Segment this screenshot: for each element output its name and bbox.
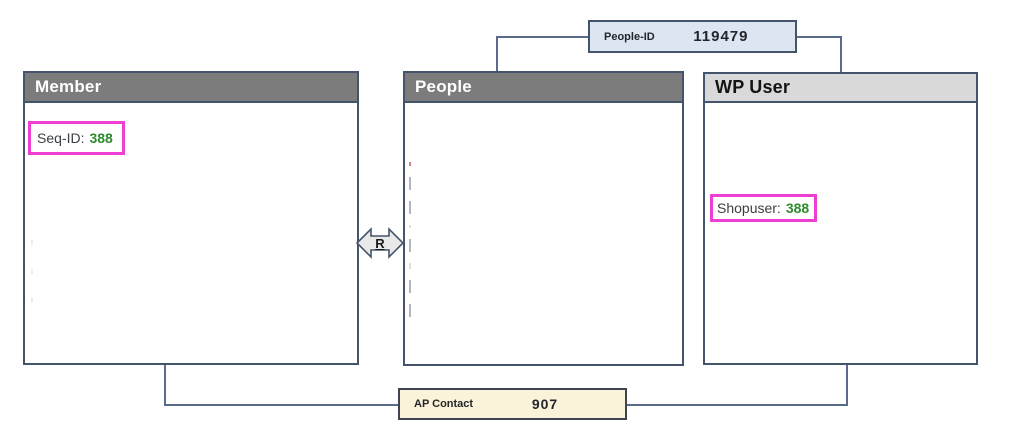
key-box-people-id: People-ID 119479 xyxy=(588,20,797,53)
relation-label: R xyxy=(375,235,385,251)
entity-people-title: People xyxy=(415,77,472,96)
key-box-ap-contact: AP Contact 907 xyxy=(398,388,627,420)
entity-wp-user-header: WP User xyxy=(705,74,976,103)
entity-wp-user-title: WP User xyxy=(715,77,791,97)
seq-id-label: Seq-ID: xyxy=(37,130,85,146)
shopuser-value: 388 xyxy=(785,200,810,216)
ap-contact-label: AP Contact xyxy=(414,398,474,410)
entity-wp-user: WP User Shopuser: 388 xyxy=(703,72,978,365)
connector-line-peopleid-to-wpuser xyxy=(840,36,842,73)
seq-id-value: 388 xyxy=(89,130,113,146)
entity-people-header: People xyxy=(405,73,682,103)
entity-member-title: Member xyxy=(35,77,102,96)
shopuser-field-highlight: Shopuser: 388 xyxy=(710,194,818,222)
connector-line-wpuser-to-apcontact xyxy=(846,365,848,406)
connector-line-peopleid-to-wpuser xyxy=(797,36,842,38)
people-id-label: People-ID xyxy=(604,30,655,43)
connector-line-member-to-apcontact xyxy=(164,365,166,406)
connector-line-wpuser-to-apcontact xyxy=(627,404,848,406)
redaction-marks-people xyxy=(408,162,411,328)
connector-line-people-to-peopleid xyxy=(496,36,498,72)
redaction-marks-member xyxy=(30,240,33,327)
connector-line-member-to-apcontact xyxy=(164,404,398,406)
seq-id-field-highlight: Seq-ID: 388 xyxy=(28,121,125,155)
people-id-value: 119479 xyxy=(693,28,749,45)
left-right-arrow-icon xyxy=(356,227,404,259)
relation-double-arrow-icon: R xyxy=(356,222,404,264)
connector-line-people-to-peopleid xyxy=(496,36,588,38)
entity-member-header: Member xyxy=(25,73,357,103)
entity-member: Member Seq-ID: 388 xyxy=(23,71,359,365)
shopuser-label: Shopuser: xyxy=(717,200,781,216)
entity-people: People xyxy=(403,71,684,366)
ap-contact-value: 907 xyxy=(531,396,559,412)
